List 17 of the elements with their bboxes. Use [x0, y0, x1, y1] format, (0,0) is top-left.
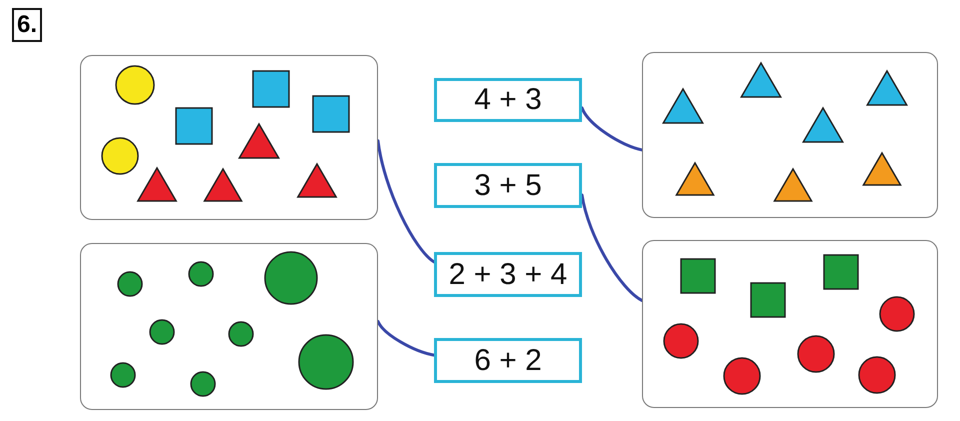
picture-card	[642, 240, 938, 408]
task-number: 6.	[12, 8, 42, 42]
expression-box	[434, 78, 582, 122]
expression-text: 6 + 2	[474, 344, 542, 378]
picture-card	[80, 55, 378, 220]
expression-text: 4 + 3	[474, 83, 542, 117]
expression-box	[434, 252, 582, 297]
connecting-line	[376, 320, 436, 357]
connecting-line	[376, 139, 436, 264]
connecting-line	[580, 106, 644, 152]
picture-card	[642, 52, 938, 218]
connecting-line	[580, 193, 644, 302]
expression-box	[434, 338, 582, 383]
expression-box	[434, 163, 582, 208]
expression-text: 2 + 3 + 4	[448, 258, 568, 292]
picture-card	[80, 243, 378, 410]
expression-text: 3 + 5	[474, 168, 542, 202]
